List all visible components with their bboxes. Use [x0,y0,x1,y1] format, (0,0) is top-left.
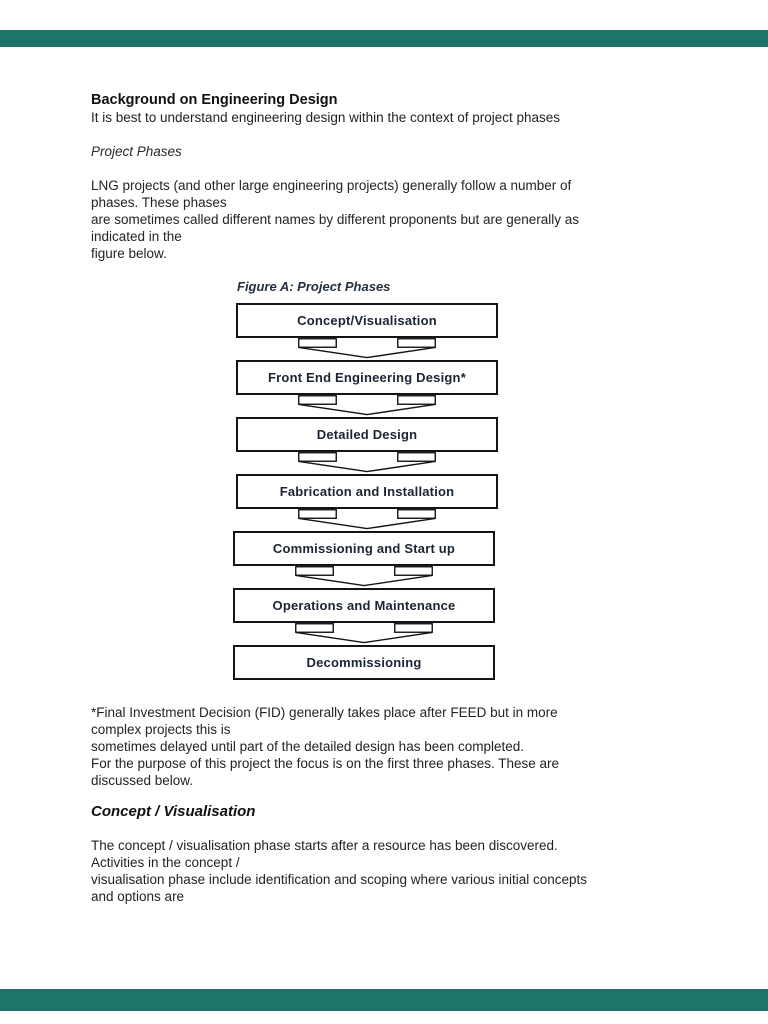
text-line: visualisation phase include identificati… [91,872,588,887]
phase-box: Operations and Maintenance [233,588,495,623]
text-line: Activities in the concept / [91,855,240,870]
spacer [91,126,579,143]
spacer [91,160,579,177]
intro-block: Background on Engineering Design It is b… [91,92,579,262]
merge-arrow-icon [295,566,433,587]
merge-arrow-connector [233,566,495,588]
figure-caption: Figure A: Project Phases [237,279,391,294]
phase-item: Detailed Design [233,417,499,474]
paragraph-lng-projects: LNG projects (and other large engineerin… [91,177,579,262]
merge-arrow-connector [236,395,498,417]
section-heading-project-phases: Project Phases [91,144,182,159]
phase-box-label: Concept/Visualisation [297,313,437,328]
phase-item: Front End Engineering Design* [233,360,499,417]
text-line: discussed below. [91,773,194,788]
text-line: LNG projects (and other large engineerin… [91,178,572,193]
merge-arrow-connector [236,452,498,474]
merge-arrow-connector [236,338,498,360]
phase-item: Commissioning and Start up [233,531,499,588]
phase-box-label: Fabrication and Installation [279,484,455,499]
text-line: phases. These phases [91,195,227,210]
merge-arrow-icon [298,509,436,530]
phase-box-label: Detailed Design [316,427,418,442]
text-line: sometimes delayed until part of the deta… [91,739,525,754]
phase-box: Commissioning and Start up [233,531,495,566]
text-line: For the purpose of this project the focu… [91,756,560,771]
phase-item: Fabrication and Installation [233,474,499,531]
text-line: are sometimes called different names by … [91,212,580,227]
phase-box-label: Operations and Maintenance [272,598,456,613]
phase-box: Fabrication and Installation [236,474,498,509]
paragraph-concept-visualisation: The concept / visualisation phase starts… [91,837,587,905]
page-separator-top [0,30,768,47]
phase-item: Concept/Visualisation [233,303,499,360]
merge-arrow-icon [298,452,436,473]
phase-box: Detailed Design [236,417,498,452]
phase-box: Decommissioning [233,645,495,680]
text-line: figure below. [91,246,167,261]
project-phases-flowchart: Concept/Visualisation Front End Engineer… [233,303,499,680]
merge-arrow-icon [298,395,436,416]
merge-arrow-connector [236,509,498,531]
merge-arrow-icon [295,623,433,644]
phase-box-label: Decommissioning [306,655,422,670]
document-title: Background on Engineering Design [91,92,338,108]
text-line: complex projects this is [91,722,231,737]
text-line: *Final Investment Decision (FID) general… [91,705,558,720]
phase-box: Front End Engineering Design* [236,360,498,395]
text-line: and options are [91,889,185,904]
phase-item: Operations and Maintenance [233,588,499,645]
merge-arrow-icon [298,338,436,359]
text-line: indicated in the [91,229,182,244]
phase-box-label: Commissioning and Start up [272,541,456,556]
page-separator-bottom [0,989,768,1011]
merge-arrow-connector [233,623,495,645]
phase-box: Concept/Visualisation [236,303,498,338]
text-line: The concept / visualisation phase starts… [91,838,558,853]
intro-line: It is best to understand engineering des… [91,110,561,125]
footnote-block: *Final Investment Decision (FID) general… [91,704,559,789]
phase-item: Decommissioning [233,645,499,680]
section-heading-concept-visualisation: Concept / Visualisation [91,803,256,820]
phase-box-label: Front End Engineering Design* [268,370,466,385]
